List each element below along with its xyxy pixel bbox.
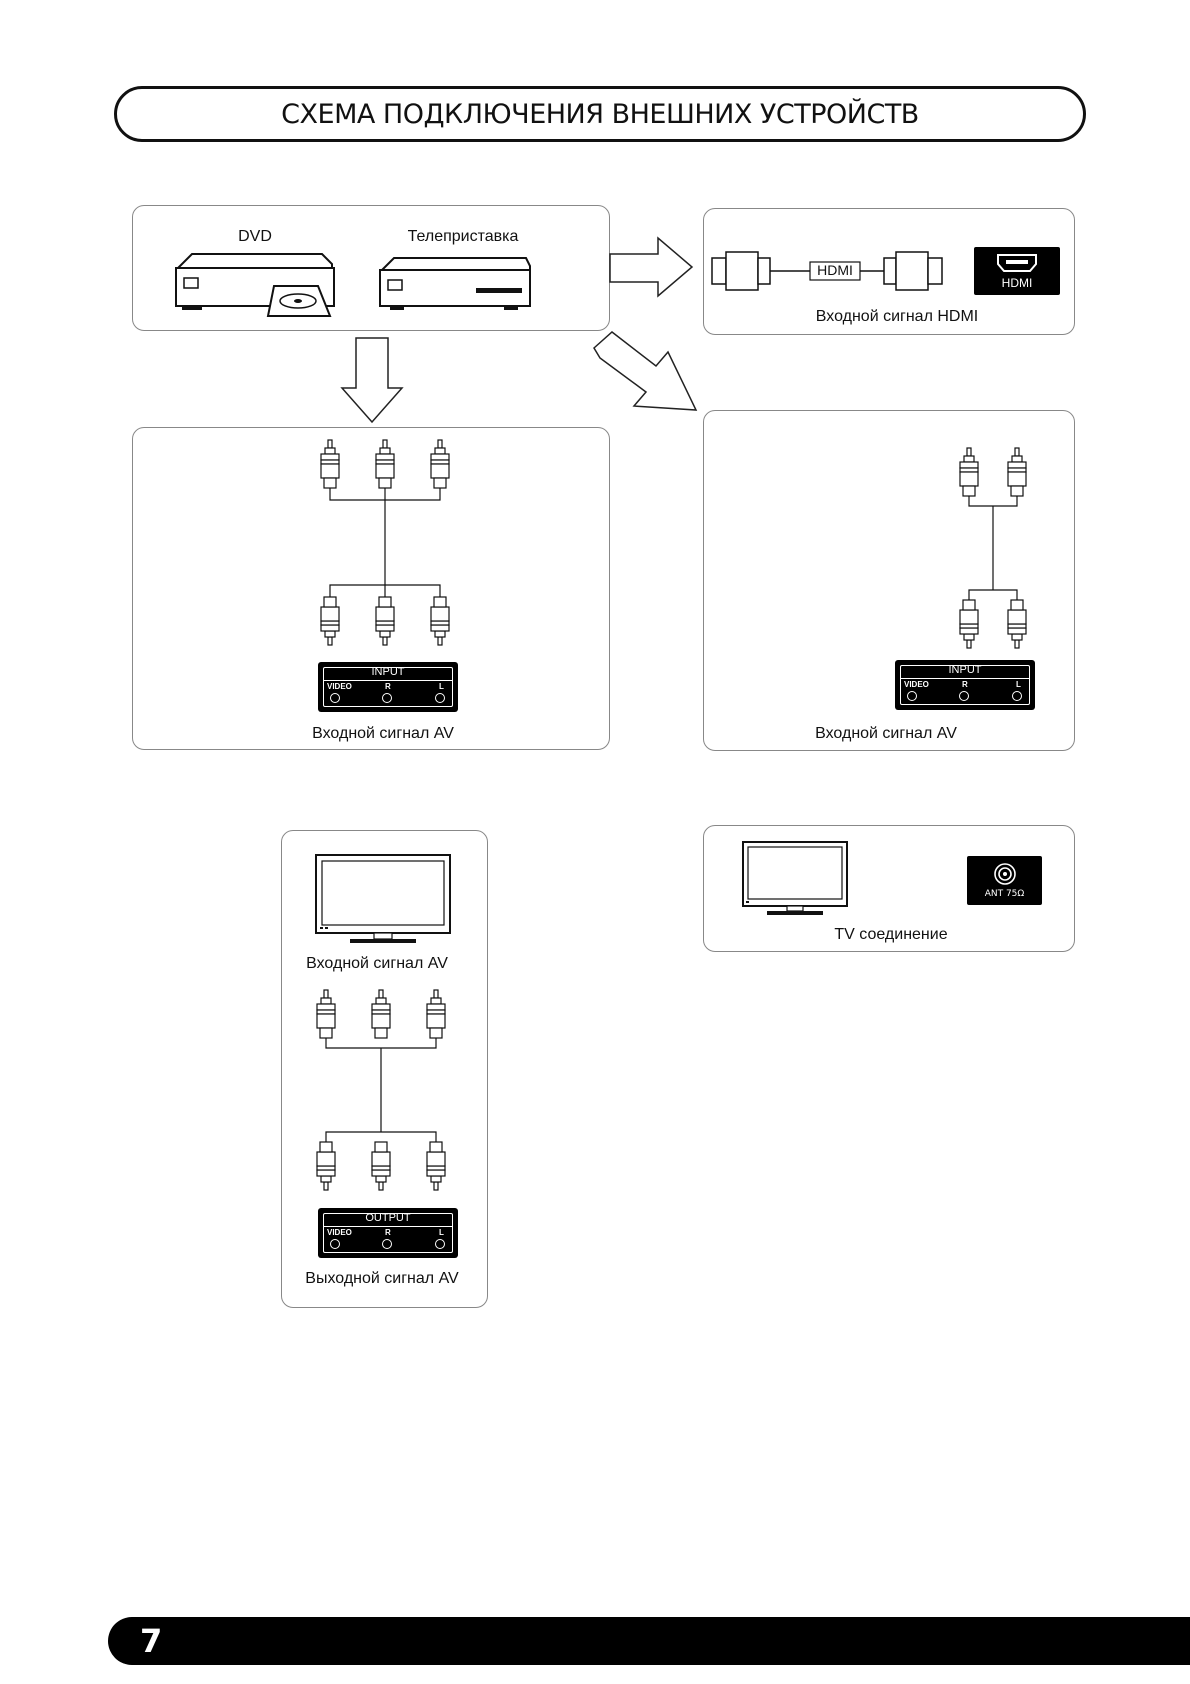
- hdmi-port-label: HDMI: [1001, 276, 1033, 290]
- tv-av-input-caption: Входной сигнал AV: [306, 955, 448, 972]
- hdmi-caption: Входной сигнал HDMI: [815, 308, 979, 325]
- page-title: СХЕМА ПОДКЛЮЧЕНИЯ ВНЕШНИХ УСТРОЙСТВ: [281, 98, 919, 130]
- page-title-frame: СХЕМА ПОДКЛЮЧЕНИЯ ВНЕШНИХ УСТРОЙСТВ: [114, 86, 1086, 142]
- tv-connection-caption: TV соединение: [834, 926, 948, 943]
- hdmi-cable-icon: [711, 251, 943, 291]
- av-output-port-box: OUTPUT VIDEO R L: [318, 1208, 458, 1258]
- av-jack-video-icon: [907, 691, 917, 701]
- av-output-caption: Выходной сигнал AV: [305, 1270, 459, 1287]
- av-port-l-label: L: [1016, 680, 1021, 689]
- tv-monitor-icon: [742, 841, 848, 915]
- rca-cable-2-icon: [959, 447, 1027, 649]
- rca-cable-3-icon: [316, 989, 446, 1191]
- av-jack-r-icon: [382, 693, 392, 703]
- av-input-caption-left: Входной сигнал AV: [312, 725, 454, 742]
- av-port-r-label: R: [385, 682, 391, 691]
- av-input-port-box-right: INPUT VIDEO R L: [895, 660, 1035, 710]
- av-port-l-label: L: [439, 1228, 444, 1237]
- av-jack-r-icon: [382, 1239, 392, 1249]
- av-port-title: OUTPUT: [365, 1212, 411, 1224]
- av-jack-l-icon: [435, 693, 445, 703]
- av-port-r-label: R: [385, 1228, 391, 1237]
- av-jack-l-icon: [1012, 691, 1022, 701]
- rca-cable-3-icon: [320, 439, 450, 646]
- av-input-port-box-left: INPUT VIDEO R L: [318, 662, 458, 712]
- av-port-video-label: VIDEO: [904, 680, 929, 689]
- hdmi-port-icon: [997, 254, 1037, 272]
- av-port-video-label: VIDEO: [327, 1228, 352, 1237]
- av-port-r-label: R: [962, 680, 968, 689]
- av-port-title: INPUT: [371, 666, 405, 678]
- av-input-caption-right: Входной сигнал AV: [815, 725, 957, 742]
- tv-monitor-icon: [315, 854, 451, 943]
- av-jack-l-icon: [435, 1239, 445, 1249]
- dvd-label: DVD: [238, 228, 272, 245]
- set-top-box-icon: [379, 257, 531, 310]
- arrow-down-icon: [340, 337, 404, 424]
- av-jack-r-icon: [959, 691, 969, 701]
- hdmi-port-box: HDMI: [974, 247, 1060, 295]
- av-port-video-label: VIDEO: [327, 682, 352, 691]
- av-jack-video-icon: [330, 1239, 340, 1249]
- antenna-port-label: ANT 75Ω: [984, 889, 1025, 899]
- antenna-port-box: ANT 75Ω: [967, 856, 1042, 905]
- av-port-l-label: L: [439, 682, 444, 691]
- arrow-diagonal-icon: [593, 331, 698, 411]
- av-jack-video-icon: [330, 693, 340, 703]
- hdmi-cable-label: HDMI: [817, 262, 853, 278]
- dvd-player-icon: [175, 253, 335, 317]
- set-top-box-label: Телеприставка: [407, 228, 519, 245]
- antenna-jack-icon: [994, 863, 1016, 885]
- arrow-right-icon: [609, 236, 694, 298]
- av-port-title: INPUT: [948, 664, 982, 676]
- page-number: 7: [140, 1622, 163, 1660]
- footer-bar: [108, 1617, 1190, 1665]
